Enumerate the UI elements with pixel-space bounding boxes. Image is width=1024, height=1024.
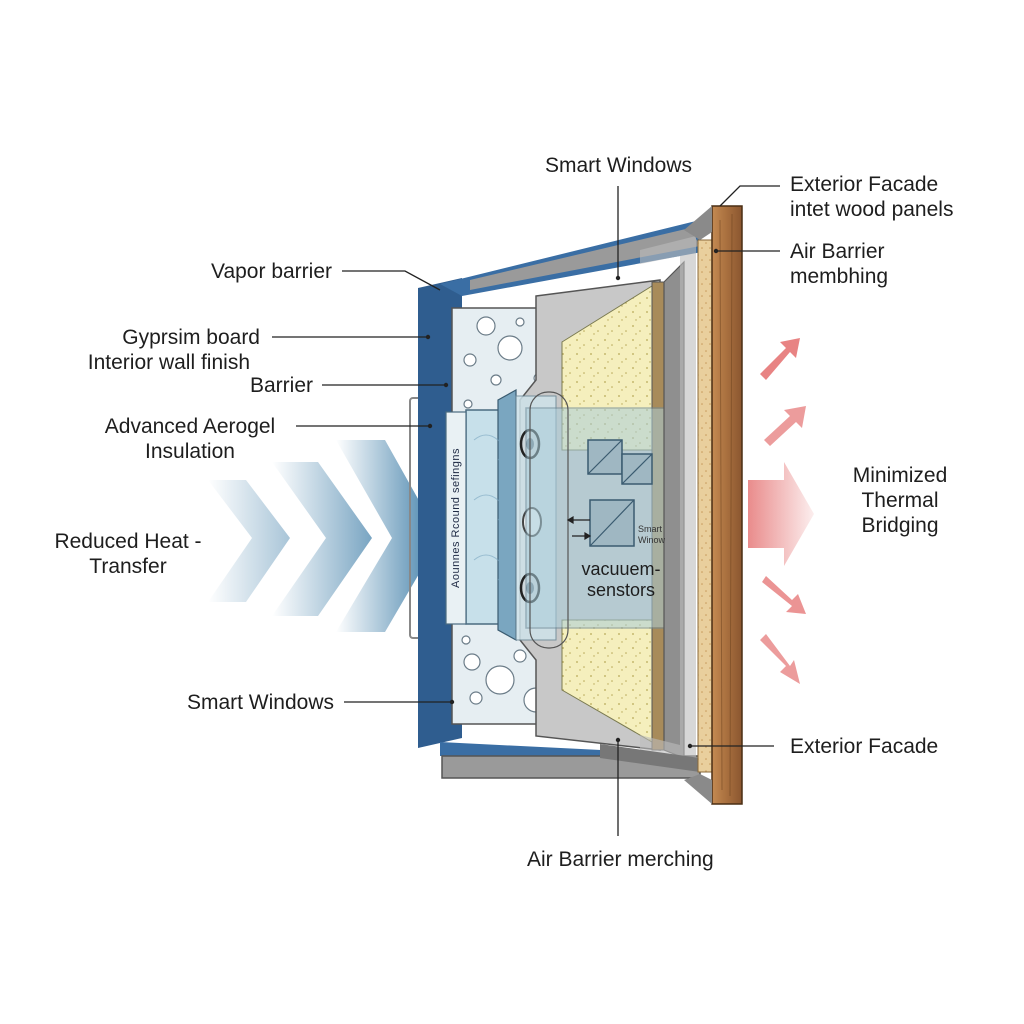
- warm-arrow-3: [748, 462, 814, 566]
- leader-vapor-barrier: [342, 270, 441, 291]
- exterior-wood-panel: [711, 205, 743, 805]
- window-glyphs: [587, 439, 653, 547]
- label-aerogel-line2: Insulation: [145, 440, 235, 463]
- sensor-pointers: [566, 515, 592, 541]
- label-gypsum-board: Gyprsim board: [122, 325, 260, 350]
- label-gypsum-line1: Gyprsim board: [122, 326, 260, 349]
- label-vacuum-sensors: vacuuem- senstors: [576, 559, 666, 601]
- glass-pane-edge: [497, 388, 517, 642]
- cold-arrow-1: [208, 480, 290, 602]
- air-barrier-angled: [640, 236, 696, 760]
- label-panel-vertical: Aounnes Rcound sefingns: [450, 448, 462, 588]
- label-exterior-facade-top: Exterior Facade intet wood panels: [790, 172, 953, 222]
- label-air-barrier-top-line1: Air Barrier: [790, 240, 885, 263]
- label-air-barrier-top: Air Barrier membhing: [790, 239, 888, 289]
- panel-edge: [445, 411, 467, 625]
- top-cap: [684, 206, 712, 240]
- label-smart-windows-top: Smart Windows: [545, 154, 693, 177]
- label-reduced-heat-line2: Transfer: [89, 555, 167, 578]
- bottom-cap: [684, 774, 712, 804]
- label-smart-window-small: Smart Winow: [638, 524, 665, 546]
- vapor-barrier-left: [418, 278, 462, 748]
- leader-exterior-facade-top: [719, 185, 780, 207]
- label-air-barrier-top-line2: membhing: [790, 265, 889, 288]
- label-vapor-barrier: Vapor barrier: [211, 260, 332, 283]
- glass-swirls: [473, 434, 505, 581]
- cold-arrow-2: [272, 462, 372, 616]
- warm-arrow-4: [762, 576, 806, 614]
- label-interior-wall-finish: Interior wall finish: [87, 351, 250, 374]
- label-minimized-line3: Bridging: [861, 514, 939, 537]
- warm-arrow-2: [764, 406, 806, 446]
- label-barrier: Barrier: [249, 374, 313, 397]
- label-aerogel: Advanced Aerogel Insulation: [90, 414, 290, 464]
- label-minimized-line1: Minimized: [852, 464, 948, 487]
- label-aerogel-line1: Advanced Aerogel: [104, 415, 276, 438]
- label-exterior-facade-bottom: Exterior Facade: [790, 735, 939, 758]
- label-reduced-heat-line1: Reduced Heat -: [54, 530, 202, 553]
- label-smart-windows-bottom: Smart Windows: [186, 691, 334, 714]
- label-smart-window-small-line1: Smart: [638, 524, 663, 534]
- top-frame-edge: [470, 228, 700, 290]
- warm-arrow-1: [760, 338, 800, 380]
- label-exterior-facade-top-line2: intet wood panels: [790, 198, 954, 221]
- warm-arrow-5: [760, 634, 800, 684]
- label-minimized-line2: Thermal: [861, 489, 939, 512]
- bottom-flashing: [600, 744, 700, 772]
- label-vacuum-line1: vacuuem-: [581, 559, 661, 579]
- label-air-barrier-bottom: Air Barrier merching: [527, 848, 714, 871]
- cold-heat-arrows: [208, 440, 440, 632]
- label-minimized-thermal-bridging: Minimized Thermal Bridging: [836, 463, 964, 538]
- wood-grain: [719, 213, 733, 797]
- label-reduced-heat-transfer: Reduced Heat - Transfer: [36, 529, 220, 579]
- leader-dots: [425, 248, 719, 749]
- label-exterior-facade-top-line1: Exterior Facade: [790, 173, 939, 196]
- label-smart-window-small-line2: Winow: [638, 535, 666, 545]
- label-vacuum-line2: senstors: [586, 580, 656, 600]
- leader-lines: [272, 185, 780, 836]
- warm-heat-arrows: [748, 338, 814, 684]
